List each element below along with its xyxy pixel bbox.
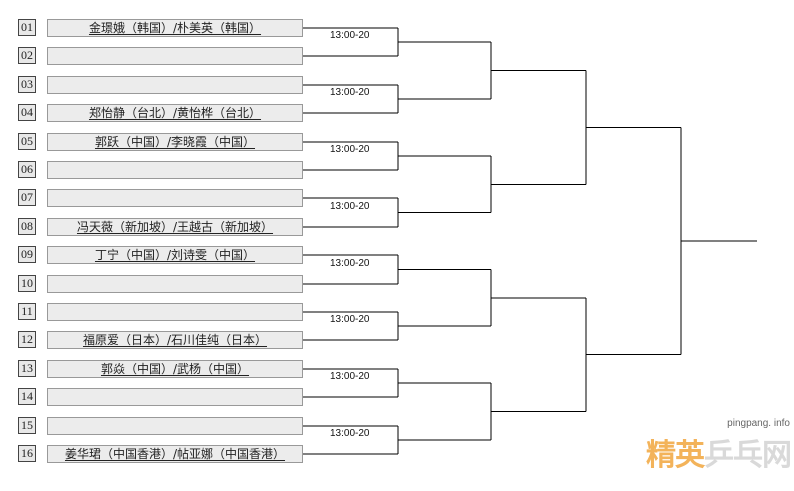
match-time-label: 13:00-20: [330, 258, 370, 269]
player-pair-name: 福原爱（日本）/石川佳纯（日本）: [82, 333, 268, 347]
watermark-url: pingpang. info: [727, 418, 790, 429]
watermark-mark: 精英乒乓网: [646, 430, 792, 474]
player-pair-name: 金璟娥（韩国）/朴美英（韩国）: [88, 21, 262, 35]
player-pair-name: 郭焱（中国）/武杨（中国）: [100, 362, 250, 376]
watermark-text-2: 乒乓网: [704, 438, 792, 473]
player-pair-name: 丁宁（中国）/刘诗雯（中国）: [94, 248, 256, 262]
seed-number: 03: [18, 76, 36, 93]
draw-slot: 姜华珺（中国香港）/帖亚娜（中国香港）: [47, 445, 303, 463]
seed-number: 04: [18, 104, 36, 121]
draw-slot: 福原爱（日本）/石川佳纯（日本）: [47, 331, 303, 349]
draw-slot: [47, 417, 303, 435]
match-time-label: 13:00-20: [330, 87, 370, 98]
seed-number: 05: [18, 133, 36, 150]
seed-number: 11: [18, 303, 36, 320]
draw-slot: 郭跃（中国）/李晓霞（中国）: [47, 133, 303, 151]
draw-slot: [47, 388, 303, 406]
player-pair-name: 冯天薇（新加坡）/王越古（新加坡）: [76, 220, 274, 234]
player-pair-name: 郑怡静（台北）/黄怡桦（台北）: [88, 106, 262, 120]
watermark-logo: pingpang. info 精英乒乓网: [638, 418, 794, 491]
seed-number: 06: [18, 161, 36, 178]
seed-number: 14: [18, 388, 36, 405]
seed-number: 07: [18, 189, 36, 206]
seed-number: 12: [18, 331, 36, 348]
watermark-text-1: 精英: [646, 438, 705, 473]
player-pair-name: 姜华珺（中国香港）/帖亚娜（中国香港）: [64, 447, 286, 461]
draw-slot: [47, 189, 303, 207]
match-time-label: 13:00-20: [330, 428, 370, 439]
draw-slot: [47, 76, 303, 94]
draw-slot: [47, 303, 303, 321]
draw-slot: 郑怡静（台北）/黄怡桦（台北）: [47, 104, 303, 122]
seed-number: 16: [18, 445, 36, 462]
match-time-label: 13:00-20: [330, 30, 370, 41]
seed-number: 09: [18, 246, 36, 263]
draw-slot: 金璟娥（韩国）/朴美英（韩国）: [47, 19, 303, 37]
seed-number: 01: [18, 19, 36, 36]
match-time-label: 13:00-20: [330, 144, 370, 155]
match-time-label: 13:00-20: [330, 201, 370, 212]
draw-slot: [47, 275, 303, 293]
draw-slot: [47, 161, 303, 179]
match-time-label: 13:00-20: [330, 314, 370, 325]
seed-number: 10: [18, 275, 36, 292]
draw-slot: 丁宁（中国）/刘诗雯（中国）: [47, 246, 303, 264]
seed-number: 08: [18, 218, 36, 235]
draw-slot: [47, 47, 303, 65]
player-pair-name: 郭跃（中国）/李晓霞（中国）: [94, 135, 256, 149]
draw-slot: 郭焱（中国）/武杨（中国）: [47, 360, 303, 378]
seed-number: 15: [18, 417, 36, 434]
seed-number: 02: [18, 47, 36, 64]
seed-number: 13: [18, 360, 36, 377]
draw-slot: 冯天薇（新加坡）/王越古（新加坡）: [47, 218, 303, 236]
match-time-label: 13:00-20: [330, 371, 370, 382]
